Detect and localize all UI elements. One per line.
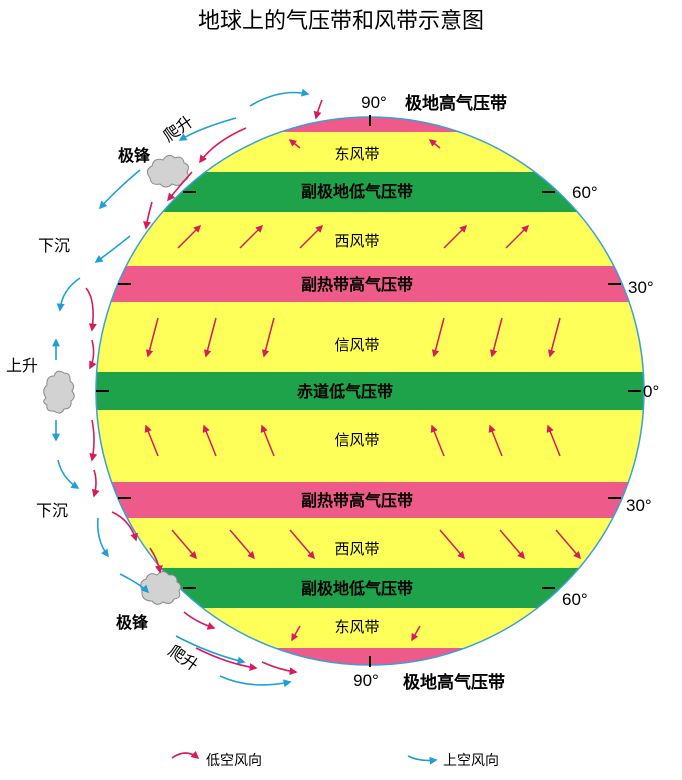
surface-wind-arrow (547, 317, 561, 358)
label-sink-south: 下沉 (36, 501, 68, 520)
surface-wind-arrow (411, 625, 421, 642)
label-westerlies-south: 西风带 (334, 540, 379, 558)
label-easterlies-south: 东风带 (334, 618, 379, 636)
surface-wind-arrow (202, 424, 217, 457)
surface-wind-arrow (149, 547, 163, 574)
surface-wind-arrow (203, 317, 217, 358)
surface-wind-arrow (89, 419, 98, 462)
surface-wind-arrow (111, 511, 138, 542)
label-polar-high-south: 极地高气压带 (403, 672, 505, 693)
surface-wind-arrow (85, 287, 97, 332)
surface-wind-arrow (239, 224, 264, 249)
surface-wind-arrow (489, 317, 503, 358)
surface-wind-arrow (289, 529, 315, 560)
belt-subtropical-high-south (96, 482, 644, 518)
label-westerlies-north: 西风带 (334, 232, 379, 250)
belt-trades-north (96, 302, 644, 372)
label-subtropical-high-south: 副热带高气压带 (301, 491, 413, 510)
surface-wind-arrow (89, 339, 97, 370)
label-lat-90-north: 90° (361, 93, 387, 112)
label-subtropical-high-north: 副热带高气压带 (301, 275, 413, 294)
upper-air-arrow (56, 277, 81, 312)
upper-air-arrow (96, 517, 109, 558)
label-climb-north: 爬升 (160, 112, 197, 146)
surface-wind-arrow (299, 224, 324, 249)
surface-wind-arrow (443, 224, 468, 249)
surface-wind-arrow (260, 424, 275, 457)
surface-wind-arrow (229, 529, 255, 560)
surface-wind-arrow (546, 424, 561, 457)
label-subpolar-low-south: 副极地低气压带 (301, 579, 413, 598)
belt-equatorial-low (96, 372, 644, 410)
surface-wind-arrow (143, 201, 153, 230)
circulation-arrows (52, 88, 323, 688)
belt-westerlies-south (96, 518, 644, 568)
label-polar-front-north: 极锋 (118, 146, 151, 165)
diagram-title: 地球上的气压带和风带示意图 (198, 9, 484, 34)
surface-wind-arrow (288, 139, 301, 149)
label-lat-90-south: 90° (353, 671, 379, 690)
upper-air-arrow (57, 459, 80, 489)
legend: 低空风向 上空风向 (171, 750, 499, 769)
surface-wind-arrow (177, 224, 202, 249)
upper-air-arrow (178, 117, 237, 141)
surface-wind-arrow (199, 127, 247, 164)
surface-wind-arrow (428, 139, 441, 149)
label-subpolar-low-north: 副极地低气压带 (301, 182, 413, 201)
surface-wind-arrow (171, 529, 197, 560)
surface-wind-arrow (261, 317, 275, 358)
surface-wind-arrow (261, 661, 298, 676)
upper-air-arrow (249, 88, 310, 107)
surface-wind-arrow (430, 424, 445, 457)
legend-upper-air-label: 上空风向 (443, 753, 499, 769)
label-rise: 上升 (6, 356, 38, 375)
upper-air-arrow (98, 169, 141, 210)
surface-wind-arrow (555, 529, 581, 560)
label-equatorial-low: 赤道低气压带 (297, 382, 393, 401)
label-sink-north: 下沉 (38, 236, 70, 255)
cloud-icon-polar-front-south (140, 571, 182, 605)
surface-wind-arrow (145, 317, 159, 358)
surface-wind-arrow (91, 469, 100, 498)
latitude-ticks (96, 115, 641, 667)
legend-low-air-label: 低空风向 (206, 753, 262, 769)
surface-wind-arrow (499, 529, 525, 560)
label-lat-60-north: 60° (572, 183, 598, 202)
belt-trades-south (96, 410, 644, 482)
cloud-icon-equator (43, 370, 75, 414)
cloud-icon-polar-front-north (146, 154, 189, 188)
surface-wind-arrow (505, 224, 530, 249)
label-lat-30-south: 30° (626, 496, 652, 515)
belt-subtropical-high-north (96, 266, 644, 302)
surface-wind-arrow (166, 171, 193, 202)
label-lat-60-south: 60° (562, 590, 588, 609)
label-polar-high-north: 极地高气压带 (405, 93, 507, 114)
legend-low-air-arrow (171, 750, 200, 760)
label-trades-north: 信风带 (334, 336, 379, 354)
surface-wind-arrow (195, 647, 258, 672)
legend-upper-air-arrow (407, 755, 438, 765)
surface-wind-arrow (313, 99, 323, 120)
upper-air-arrow (219, 675, 292, 688)
surface-wind-arrow (488, 424, 503, 457)
surface-wind-arrow (431, 317, 445, 358)
upper-air-arrow (119, 573, 150, 594)
surface-wind-arrow (144, 424, 159, 457)
upper-air-arrow (94, 235, 131, 263)
label-lat-0: 0° (643, 382, 659, 401)
surface-wind-arrow (439, 529, 465, 560)
surface-wind-arrow (183, 611, 216, 630)
upper-air-arrow (175, 635, 246, 665)
label-easterlies-north: 东风带 (334, 145, 379, 163)
label-trades-south: 信风带 (334, 431, 379, 449)
surface-wind-arrow (291, 625, 301, 642)
label-polar-front-south: 极锋 (116, 613, 149, 632)
label-lat-30-north: 30° (628, 278, 654, 297)
surface-wind-arrows (144, 139, 581, 642)
